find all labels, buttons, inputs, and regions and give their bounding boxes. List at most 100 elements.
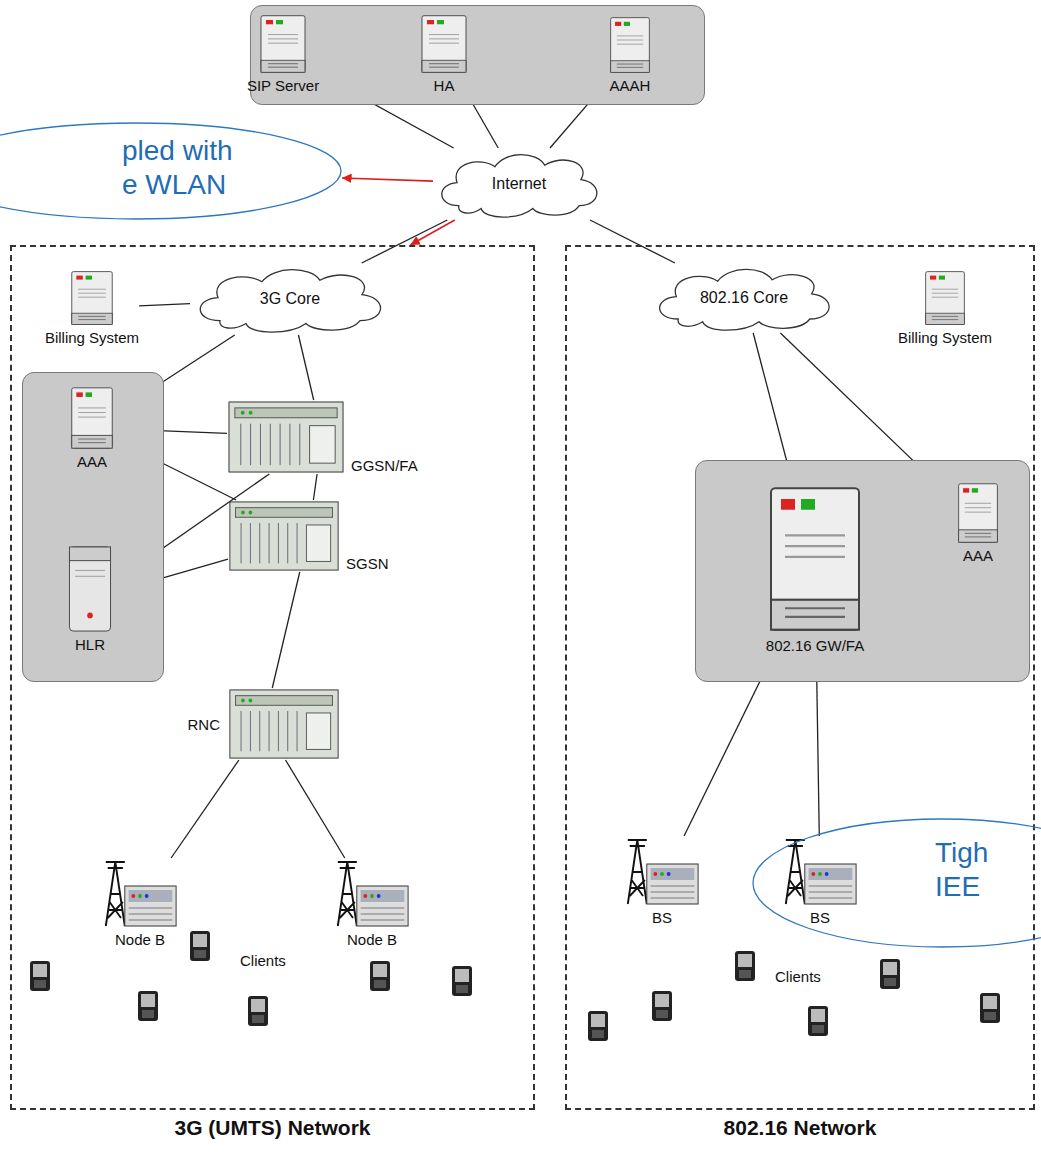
device-picture bbox=[106, 862, 176, 926]
node-label: 802.16 GW/FA bbox=[766, 637, 864, 654]
core-cloud: 802.16 Core bbox=[650, 263, 838, 333]
node-label: BS bbox=[652, 909, 672, 926]
network-link bbox=[139, 304, 190, 306]
network-link bbox=[171, 760, 239, 858]
device-picture bbox=[72, 272, 112, 325]
group-label: Clients bbox=[775, 968, 821, 985]
callout-text: pled with e WLAN bbox=[122, 134, 247, 202]
device-picture bbox=[69, 547, 110, 631]
network-heading: 802.16 Network bbox=[567, 1116, 1033, 1140]
node-label: SGSN bbox=[346, 555, 389, 572]
device-icon bbox=[419, 14, 469, 74]
phone bbox=[138, 991, 158, 1021]
phone bbox=[30, 961, 50, 991]
device-icon bbox=[624, 836, 700, 906]
device-picture bbox=[786, 840, 856, 904]
aaa-server: AAAH bbox=[608, 16, 652, 94]
pointer-arrow bbox=[342, 178, 433, 181]
billing-server: Billing System bbox=[45, 270, 139, 346]
phone bbox=[980, 993, 1000, 1023]
device-icon bbox=[69, 386, 115, 450]
device-picture bbox=[628, 840, 698, 904]
node-label: GGSN/FA bbox=[351, 457, 418, 474]
device-picture bbox=[611, 18, 650, 73]
phone bbox=[808, 1006, 828, 1036]
network-link bbox=[362, 220, 448, 263]
node-label: AAA bbox=[77, 453, 107, 470]
callout-ellipse: pled with e WLAN bbox=[0, 122, 342, 220]
node-label: HLR bbox=[75, 636, 105, 653]
device-picture bbox=[959, 484, 998, 542]
node-label: BS bbox=[810, 909, 830, 926]
node-label: RNC bbox=[188, 716, 221, 733]
ellipse-outline bbox=[752, 818, 1041, 948]
device-icon bbox=[69, 270, 115, 326]
base-station: Node B bbox=[102, 858, 178, 948]
internet-cloud: Internet bbox=[433, 148, 605, 220]
device-icon bbox=[334, 858, 410, 928]
network-link bbox=[286, 760, 345, 858]
device-picture bbox=[422, 16, 466, 73]
phones bbox=[30, 931, 1000, 1041]
device-icon bbox=[228, 500, 340, 572]
device-picture bbox=[230, 690, 338, 758]
device-picture bbox=[771, 488, 859, 629]
serving-router: SGSN bbox=[228, 500, 389, 572]
sip-server: SIP Server bbox=[247, 14, 319, 94]
callout-ellipse: Tigh IEE bbox=[752, 818, 1041, 948]
base-station: BS bbox=[624, 836, 700, 926]
device-icon bbox=[608, 16, 652, 74]
node-label: AAA bbox=[963, 547, 993, 564]
node-label: HA bbox=[434, 77, 455, 94]
gateway-server: 802.16 GW/FA bbox=[765, 484, 865, 654]
device-picture bbox=[72, 388, 112, 448]
group-label: Clients bbox=[240, 952, 286, 969]
device-icon bbox=[228, 688, 340, 760]
phone bbox=[452, 966, 472, 996]
node-label: Node B bbox=[347, 931, 397, 948]
node-label: 3G Core bbox=[260, 290, 320, 308]
radio-controller: RNC bbox=[188, 688, 341, 760]
network-link bbox=[313, 474, 317, 500]
device-icon bbox=[956, 482, 1000, 544]
device-icon bbox=[258, 14, 308, 74]
pointer-arrow bbox=[410, 220, 455, 245]
device-icon bbox=[227, 400, 345, 474]
device-picture bbox=[926, 272, 965, 325]
aaa-server: AAA bbox=[956, 482, 1000, 564]
core-cloud: 3G Core bbox=[190, 263, 390, 335]
node-label: Node B bbox=[115, 931, 165, 948]
phone bbox=[652, 991, 672, 1021]
callout-text: Tigh IEE bbox=[935, 836, 1005, 904]
network-link bbox=[272, 572, 299, 688]
server-group: AAA HLR bbox=[22, 372, 164, 682]
device-icon bbox=[62, 545, 118, 633]
network-heading: 3G (UMTS) Network bbox=[12, 1116, 533, 1140]
base-station: Node B bbox=[334, 858, 410, 948]
server-group: AAA 802.16 GW/FA bbox=[695, 460, 1030, 682]
hlr-database: HLR bbox=[62, 545, 118, 653]
device-picture bbox=[229, 402, 343, 472]
phone bbox=[370, 961, 390, 991]
device-picture bbox=[338, 862, 408, 926]
device-icon bbox=[102, 858, 178, 928]
device-icon bbox=[765, 484, 865, 634]
phone bbox=[588, 1011, 608, 1041]
billing-server: Billing System bbox=[898, 270, 992, 346]
node-label: 802.16 Core bbox=[700, 289, 788, 307]
node-label: Billing System bbox=[898, 329, 992, 346]
device-icon bbox=[782, 836, 858, 906]
node-label: Billing System bbox=[45, 329, 139, 346]
phone bbox=[735, 951, 755, 981]
home-agent: HA bbox=[419, 14, 469, 94]
base-station: BS bbox=[782, 836, 858, 926]
network-region: 3G CoreBilling SystemAAA HLR GGSN/FA SGSN RN… bbox=[10, 245, 535, 1110]
phone bbox=[248, 996, 268, 1026]
device-picture bbox=[230, 502, 338, 570]
network-link bbox=[298, 335, 313, 400]
network-link bbox=[590, 220, 675, 263]
node-label: SIP Server bbox=[247, 77, 319, 94]
device-icon bbox=[923, 270, 967, 326]
gateway-router: GGSN/FA bbox=[227, 400, 418, 474]
node-label: Internet bbox=[492, 175, 546, 193]
